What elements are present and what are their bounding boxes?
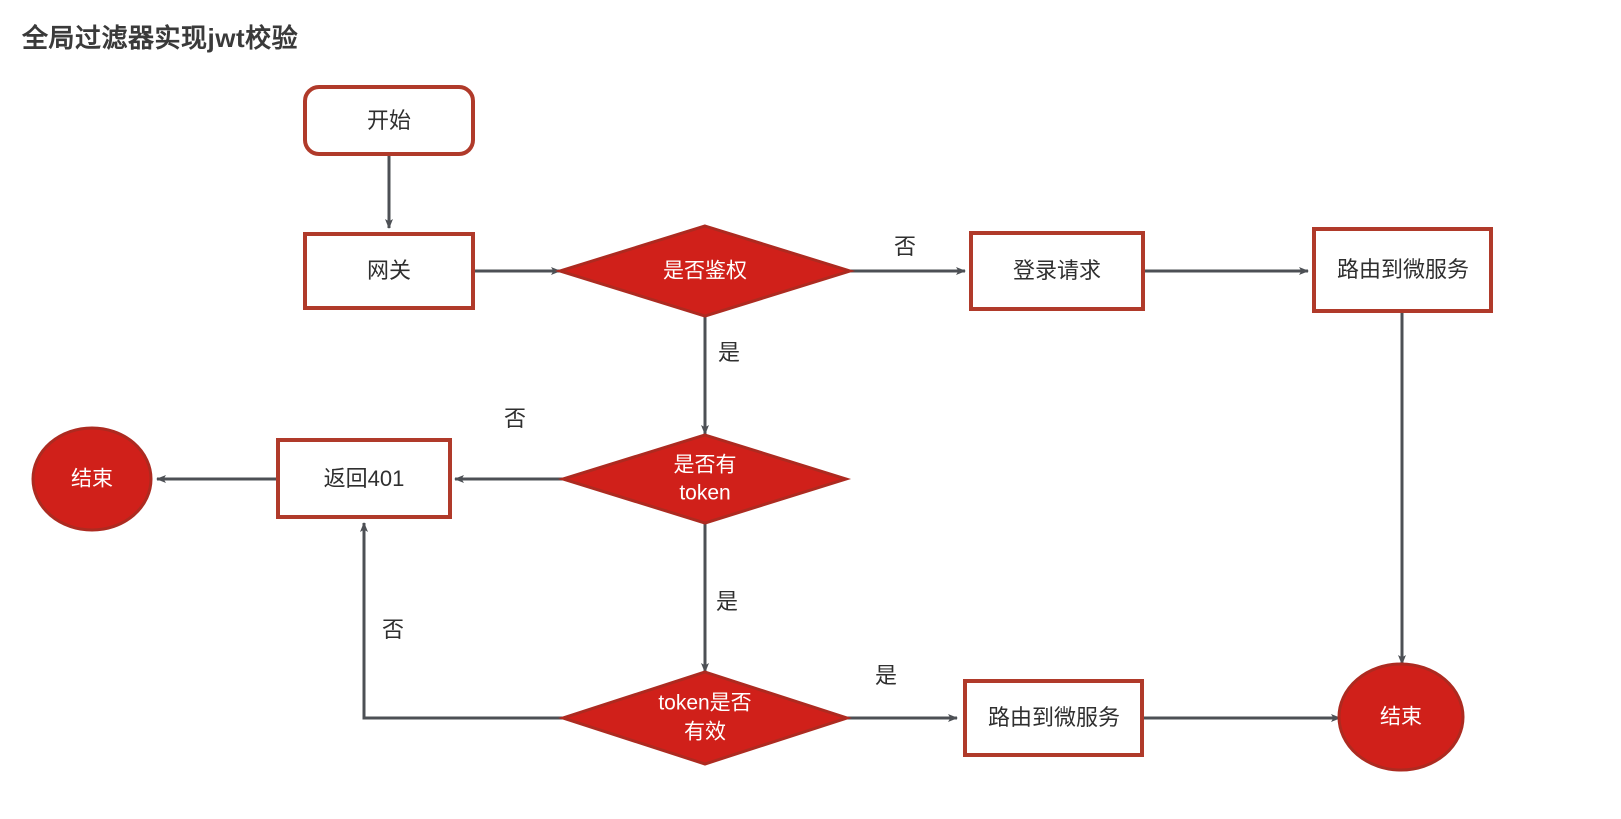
node-login-request[interactable]: 登录请求 bbox=[969, 231, 1145, 311]
node-start[interactable]: 开始 bbox=[303, 85, 475, 156]
node-need-auth-shape[interactable] bbox=[554, 224, 856, 318]
edges-layer bbox=[156, 156, 1406, 722]
page-title: 全局过滤器实现jwt校验 bbox=[22, 23, 299, 53]
edge-label-has-token-yes: 是 bbox=[716, 589, 738, 614]
node-end-left[interactable]: 结束 bbox=[31, 426, 153, 532]
node-token-valid[interactable]: token是否 有效 bbox=[558, 670, 852, 766]
node-route-bottom-label: 路由到微服务 bbox=[988, 705, 1120, 730]
node-token-valid-label-line2: 有效 bbox=[684, 721, 726, 744]
node-need-auth[interactable]: 是否鉴权 bbox=[554, 224, 856, 318]
node-login-request-label: 登录请求 bbox=[1013, 258, 1101, 283]
node-has-token-label-line2: token bbox=[679, 482, 730, 505]
node-gateway[interactable]: 网关 bbox=[303, 232, 475, 310]
node-end-right-label: 结束 bbox=[1380, 706, 1422, 729]
node-start-label: 开始 bbox=[367, 108, 411, 133]
node-gateway-shape[interactable] bbox=[303, 232, 475, 310]
node-route-top-shape[interactable] bbox=[1312, 227, 1493, 313]
node-end-right[interactable]: 结束 bbox=[1337, 662, 1465, 772]
node-token-valid-label-line1: token是否 bbox=[658, 692, 751, 715]
node-route-top-label: 路由到微服务 bbox=[1337, 257, 1469, 282]
node-has-token-shape[interactable] bbox=[557, 433, 852, 525]
node-end-right-shape[interactable] bbox=[1337, 662, 1465, 772]
node-has-token[interactable]: 是否有 token bbox=[557, 433, 852, 525]
node-has-token-label-line1: 是否有 bbox=[674, 454, 737, 477]
edge-label-token-valid-no: 否 bbox=[382, 617, 404, 642]
node-route-top[interactable]: 路由到微服务 bbox=[1312, 227, 1493, 313]
node-start-shape[interactable] bbox=[303, 85, 475, 156]
node-end-left-shape[interactable] bbox=[31, 426, 153, 532]
node-route-bottom-shape[interactable] bbox=[963, 679, 1144, 757]
edge-token-valid-to-return-401 bbox=[360, 522, 563, 720]
edge-label-need-auth-yes: 是 bbox=[718, 340, 740, 365]
node-end-left-label: 结束 bbox=[71, 468, 113, 491]
node-return-401-label: 返回401 bbox=[324, 466, 405, 491]
node-return-401[interactable]: 返回401 bbox=[276, 438, 452, 519]
edge-label-has-token-no: 否 bbox=[504, 406, 526, 431]
node-gateway-label: 网关 bbox=[367, 258, 411, 283]
node-token-valid-shape[interactable] bbox=[558, 670, 852, 766]
node-route-bottom[interactable]: 路由到微服务 bbox=[963, 679, 1144, 757]
node-return-401-shape[interactable] bbox=[276, 438, 452, 519]
node-need-auth-label: 是否鉴权 bbox=[663, 260, 747, 283]
edge-labels-layer: 否 是 否 是 是 否 bbox=[382, 234, 916, 688]
edge-label-token-valid-yes: 是 bbox=[875, 663, 897, 688]
node-login-request-shape[interactable] bbox=[969, 231, 1145, 311]
edge-label-need-auth-no: 否 bbox=[894, 234, 916, 259]
